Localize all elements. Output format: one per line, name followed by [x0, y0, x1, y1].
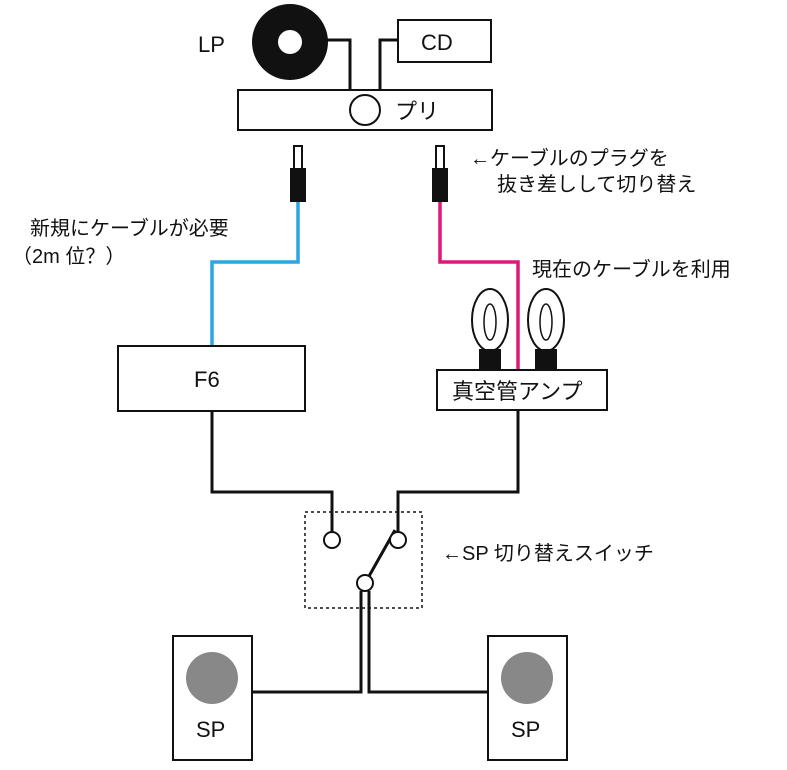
lp-label-hole — [278, 30, 302, 54]
switch-contact-left — [323, 531, 341, 549]
speaker-right-cone — [501, 652, 553, 704]
cd-box — [397, 19, 492, 63]
lp-record — [252, 4, 328, 80]
plug-left — [290, 145, 306, 202]
tube-amp-to-switch-wire — [396, 410, 520, 532]
switch-to-right-speaker-wire — [367, 591, 488, 694]
f6-to-switch-wire — [210, 411, 334, 532]
switch-note: ←SP 切り替えスイッチ — [442, 542, 654, 565]
existing-cable — [438, 202, 520, 370]
tube-amp-box — [436, 369, 608, 411]
new-cable-note-line1: 新規にケーブルが必要 — [30, 216, 229, 240]
new-cable — [210, 202, 300, 346]
speaker-left-label: SP — [196, 717, 225, 742]
switch-pivot — [356, 574, 374, 592]
sp-switch-box — [304, 511, 423, 609]
f6-label: F6 — [194, 367, 220, 392]
new-cable-note-line2: （2m 位？） — [12, 245, 125, 268]
lp-label: LP — [198, 32, 225, 57]
speaker-right-label: SP — [511, 717, 540, 742]
cd-to-pre-wire — [378, 38, 398, 90]
plug-note-line2: 抜き差しして切り替え — [497, 173, 696, 196]
plug-right — [432, 145, 448, 202]
switch-contact-right — [389, 531, 407, 549]
lp-to-pre-wire — [320, 38, 352, 90]
plug-note-line1: ←ケーブルのプラグを — [470, 146, 669, 170]
preamp-label: プリ — [395, 99, 439, 124]
cd-label: CD — [421, 30, 453, 55]
preamp-knob — [349, 94, 381, 126]
vacuum-tube-left — [471, 288, 509, 370]
speaker-left-cone — [186, 652, 238, 704]
switch-to-left-speaker-wire — [252, 591, 363, 694]
existing-cable-note: 現在のケーブルを利用 — [532, 257, 731, 281]
tube-amp-label: 真空管アンプ — [452, 379, 582, 404]
vacuum-tube-right — [527, 288, 565, 370]
